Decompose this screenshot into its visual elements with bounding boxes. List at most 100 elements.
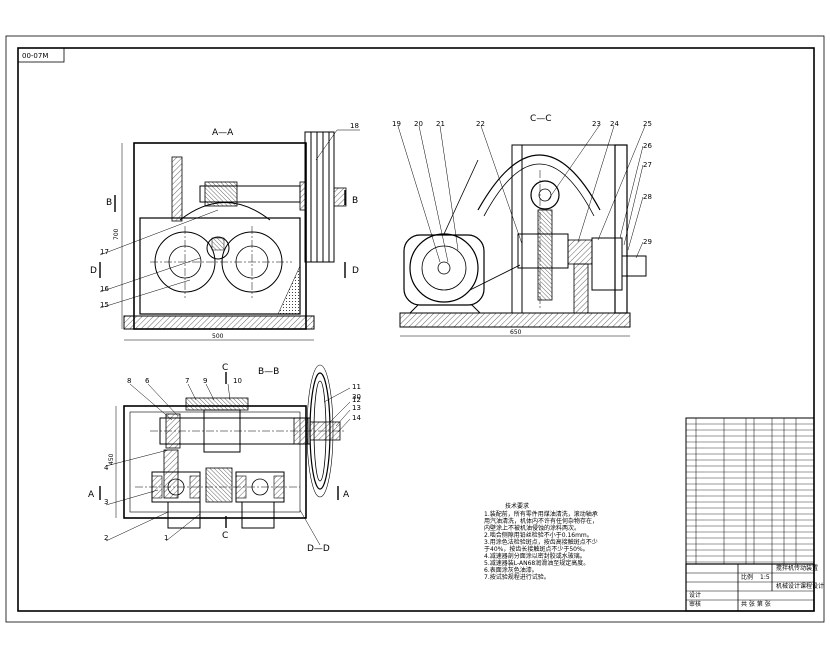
inner-border <box>17 47 815 612</box>
section-title-d-d: D—D <box>307 544 330 554</box>
title-checked-by: 审核 <box>689 600 701 608</box>
callout-1: 1 <box>164 534 168 542</box>
callout-3: 3 <box>104 498 108 506</box>
callout-17: 17 <box>100 248 109 256</box>
title-scale-label: 比例 <box>741 573 753 581</box>
section-marker-a-right: A <box>343 490 350 500</box>
callout-26: 26 <box>643 142 652 150</box>
notes-title: 技术要求 <box>505 502 529 510</box>
callout-13: 13 <box>352 404 361 412</box>
note-line-1: 1.装配前，所有零件用煤油清洗，滚动轴承 <box>484 510 598 518</box>
dim-front-height: 700 <box>113 228 120 240</box>
callout-28: 28 <box>643 193 652 201</box>
callout-25: 25 <box>643 120 652 128</box>
callout-27: 27 <box>643 161 652 169</box>
output-hub <box>591 237 623 291</box>
gearbox-housing <box>139 217 301 315</box>
note-line-6: 于40%，按齿长接触斑点不少于50%。 <box>484 545 589 553</box>
title-scale-value: 1:5 <box>760 574 770 581</box>
callout-6: 6 <box>145 377 150 385</box>
callout-21: 21 <box>436 120 445 128</box>
callout-30: 30 <box>352 393 361 401</box>
callout-15: 15 <box>100 301 109 309</box>
drawing-code: 00-07M <box>22 52 48 60</box>
view-b-b: B—B C C <box>88 363 361 554</box>
callout-14: 14 <box>352 414 361 422</box>
gear-b-b <box>185 397 249 411</box>
title-school: 机械设计课程设计 <box>776 582 824 590</box>
dim-front-width: 500 <box>212 333 224 340</box>
belt-lower <box>469 264 521 291</box>
callout-29: 29 <box>643 238 652 246</box>
section-marker-d-right: D <box>352 266 359 276</box>
callout-23: 23 <box>592 120 601 128</box>
vertical-shaft-lower <box>573 263 589 314</box>
pinion-stub <box>211 237 225 251</box>
callout-19: 19 <box>392 120 401 128</box>
frame-b-b-inner <box>129 411 301 513</box>
note-line-3: 内壁涂上不被机油侵蚀的涂料两次。 <box>484 524 580 532</box>
callout-4: 4 <box>104 464 109 472</box>
section-marker-b-left: B <box>106 198 112 208</box>
output-shaft <box>621 255 647 277</box>
section-title-c-c: C—C <box>530 114 552 124</box>
callout-7: 7 <box>185 377 189 385</box>
worm-hub-inner <box>538 188 552 202</box>
base-plate-a-a <box>123 315 315 330</box>
note-line-2: 用汽油清洗，机体内不许有任何杂物存在， <box>484 517 598 525</box>
outer-border <box>5 35 825 623</box>
section-marker-d-left: D <box>90 266 97 276</box>
frame-a-a <box>133 142 307 330</box>
worm-hub <box>530 180 560 210</box>
note-line-8: 5.减速器装L-AN68润滑油至规定高度。 <box>484 559 589 567</box>
motor-shaft <box>437 261 451 275</box>
bearing-block <box>567 239 593 265</box>
section-marker-c-top: C <box>222 363 228 373</box>
callout-11: 11 <box>352 383 361 391</box>
motor-feet <box>408 304 482 314</box>
parts-list <box>685 417 815 565</box>
v-belt-pulley-a-a <box>299 131 347 263</box>
title-block: 搅拌机传动装置 比例 1:5 机械设计课程设计 共 张 第 张 设计 审核 <box>685 563 824 612</box>
view-c-c: C—C 650 19 20 <box>392 114 652 337</box>
callout-18: 18 <box>350 122 359 130</box>
callout-8: 8 <box>127 377 131 385</box>
section-marker-b-right: B <box>352 196 358 206</box>
title-sheet: 共 张 第 张 <box>741 600 771 608</box>
callout-12: 12 <box>352 396 361 404</box>
motor-body <box>403 234 485 306</box>
frame-post-right <box>614 144 628 314</box>
dim-side-width: 650 <box>510 329 522 336</box>
base-plate-c-c <box>399 312 631 328</box>
dim-top-height: 450 <box>108 453 115 465</box>
note-line-5: 3.用涂色法检验斑点，按齿高接触斑点不少 <box>484 538 598 546</box>
callout-2: 2 <box>104 534 108 542</box>
post-a-a <box>171 156 183 222</box>
callout-20: 20 <box>414 120 423 128</box>
callout-10: 10 <box>233 377 242 385</box>
large-pulley-arc-2 <box>483 163 595 217</box>
code-box <box>17 47 65 63</box>
technical-notes: 技术要求 1.装配前，所有零件用煤油清洗，滚动轴承 用汽油清洗，机体内不许有任何… <box>484 502 598 581</box>
oil-region <box>277 265 301 315</box>
note-line-10: 7.按试验规程进行试验。 <box>484 573 550 581</box>
callout-24: 24 <box>610 120 619 128</box>
section-marker-c-bottom: C <box>222 531 228 541</box>
large-pulley-arc <box>477 154 601 211</box>
note-line-4: 2.啮合侧隙用铅丝检验不小于0.16mm。 <box>484 531 593 539</box>
motor-pulley-inner <box>421 245 467 291</box>
view-a-a: A—A 500 <box>90 122 360 341</box>
worm-shaft-vertical <box>537 209 553 301</box>
callout-9: 9 <box>203 377 207 385</box>
note-line-9: 6.表面涂灰色油漆。 <box>484 566 538 574</box>
belt-upper <box>443 159 479 235</box>
callout-22: 22 <box>476 120 485 128</box>
callout-16: 16 <box>100 285 109 293</box>
section-marker-a-left: A <box>88 490 95 500</box>
pinion-gear <box>206 236 230 260</box>
post-b-b <box>163 449 179 499</box>
section-title-a-a: A—A <box>212 128 234 138</box>
title-drawn-by: 设计 <box>689 591 701 599</box>
note-line-7: 4.减速器剖分面涂以密封胶或水玻璃。 <box>484 552 586 560</box>
